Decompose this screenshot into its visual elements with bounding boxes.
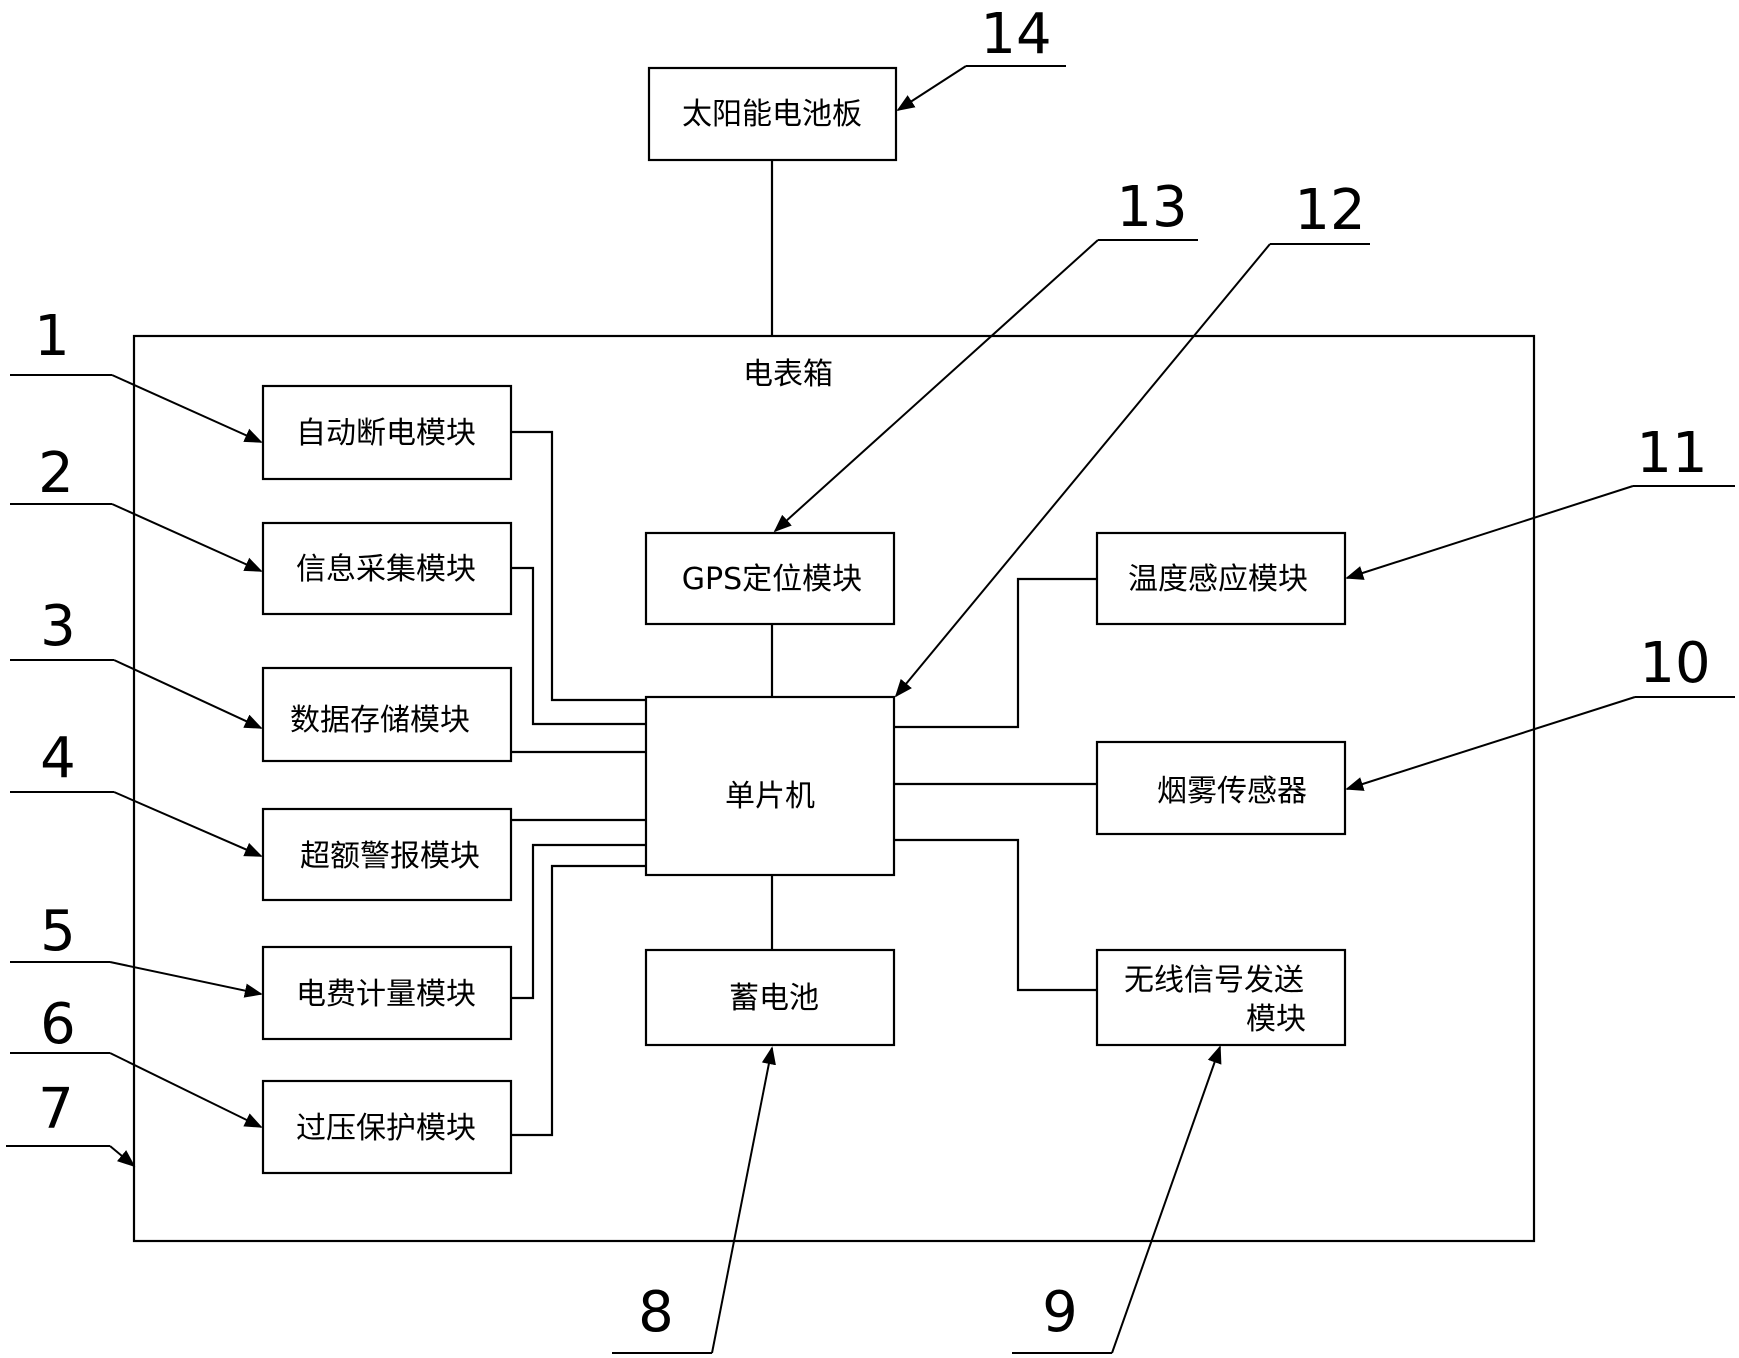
ref-number-3: 3 xyxy=(40,594,76,659)
ref-number-14: 14 xyxy=(980,2,1051,67)
overlimit-alarm-label: 超额警报模块 xyxy=(300,839,480,874)
ref-number-4: 4 xyxy=(40,726,76,791)
leader-arrow-10 xyxy=(1345,696,1636,791)
ref-number-10: 10 xyxy=(1639,631,1710,696)
meter-box-enclosure xyxy=(132,334,1536,1243)
leader-arrow-4 xyxy=(113,791,263,857)
leader-arrow-14 xyxy=(896,65,967,111)
gps-label: GPS定位模块 xyxy=(682,562,862,597)
wire-temperature-sensing xyxy=(894,577,1097,729)
billing-metering-box xyxy=(261,945,513,1041)
ref-number-11: 11 xyxy=(1636,421,1707,486)
battery-box xyxy=(644,948,896,1047)
battery-label: 蓄电池 xyxy=(729,981,819,1016)
leader-arrow-9 xyxy=(1111,1045,1222,1354)
auto-power-off-label: 自动断电模块 xyxy=(296,416,476,451)
mcu-label: 单片机 xyxy=(725,779,815,814)
smoke-sensor-box xyxy=(1095,740,1347,836)
leader-arrow-7 xyxy=(109,1145,136,1168)
ref-number-12: 12 xyxy=(1294,178,1365,243)
gps-box xyxy=(644,531,896,626)
ref-number-13: 13 xyxy=(1116,175,1187,240)
ref-number-7: 7 xyxy=(38,1077,74,1142)
solar-panel-label: 太阳能电池板 xyxy=(682,97,862,132)
enclosure-label: 电表箱 xyxy=(743,357,833,392)
leader-arrow-5 xyxy=(109,961,263,998)
leader-arrow-11 xyxy=(1345,485,1634,580)
leader-arrow-3 xyxy=(113,659,263,729)
temperature-sensing-box xyxy=(1095,531,1347,626)
wire-auto-power-off xyxy=(511,430,646,702)
wire-overvoltage-protection xyxy=(511,864,646,1137)
overvoltage-protection-box xyxy=(261,1079,513,1175)
mcu-box xyxy=(644,695,896,877)
info-collection-label: 信息采集模块 xyxy=(296,552,476,587)
wireless-tx-label-line1: 无线信号发送 xyxy=(1124,963,1304,998)
leader-arrow-8 xyxy=(711,1046,776,1354)
ref-number-1: 1 xyxy=(34,304,70,369)
leader-arrow-13 xyxy=(773,239,1099,533)
ref-number-9: 9 xyxy=(1042,1280,1078,1345)
leader-arrow-6 xyxy=(109,1052,263,1128)
overlimit-alarm-box xyxy=(261,807,513,902)
wire-info-collection xyxy=(511,566,646,726)
wireless-tx-label-line2: 模块 xyxy=(1246,1002,1306,1037)
billing-metering-label: 电费计量模块 xyxy=(296,977,476,1012)
ref-number-8: 8 xyxy=(638,1280,674,1345)
ref-number-5: 5 xyxy=(40,899,76,964)
info-collection-box xyxy=(261,521,513,616)
leader-arrow-2 xyxy=(111,503,263,572)
wire-billing-metering xyxy=(511,843,646,1000)
overvoltage-protection-label: 过压保护模块 xyxy=(296,1111,476,1146)
leader-arrow-1 xyxy=(111,374,263,443)
ref-number-2: 2 xyxy=(38,441,74,506)
ref-number-6: 6 xyxy=(40,992,76,1057)
temperature-sensing-label: 温度感应模块 xyxy=(1128,562,1308,597)
data-storage-label: 数据存储模块 xyxy=(290,703,470,738)
data-storage-box xyxy=(261,666,513,763)
smoke-sensor-label: 烟雾传感器 xyxy=(1157,774,1307,809)
wire-wireless-tx xyxy=(894,838,1097,992)
wireless-tx-box xyxy=(1095,948,1347,1047)
leader-arrow-12 xyxy=(894,243,1271,698)
